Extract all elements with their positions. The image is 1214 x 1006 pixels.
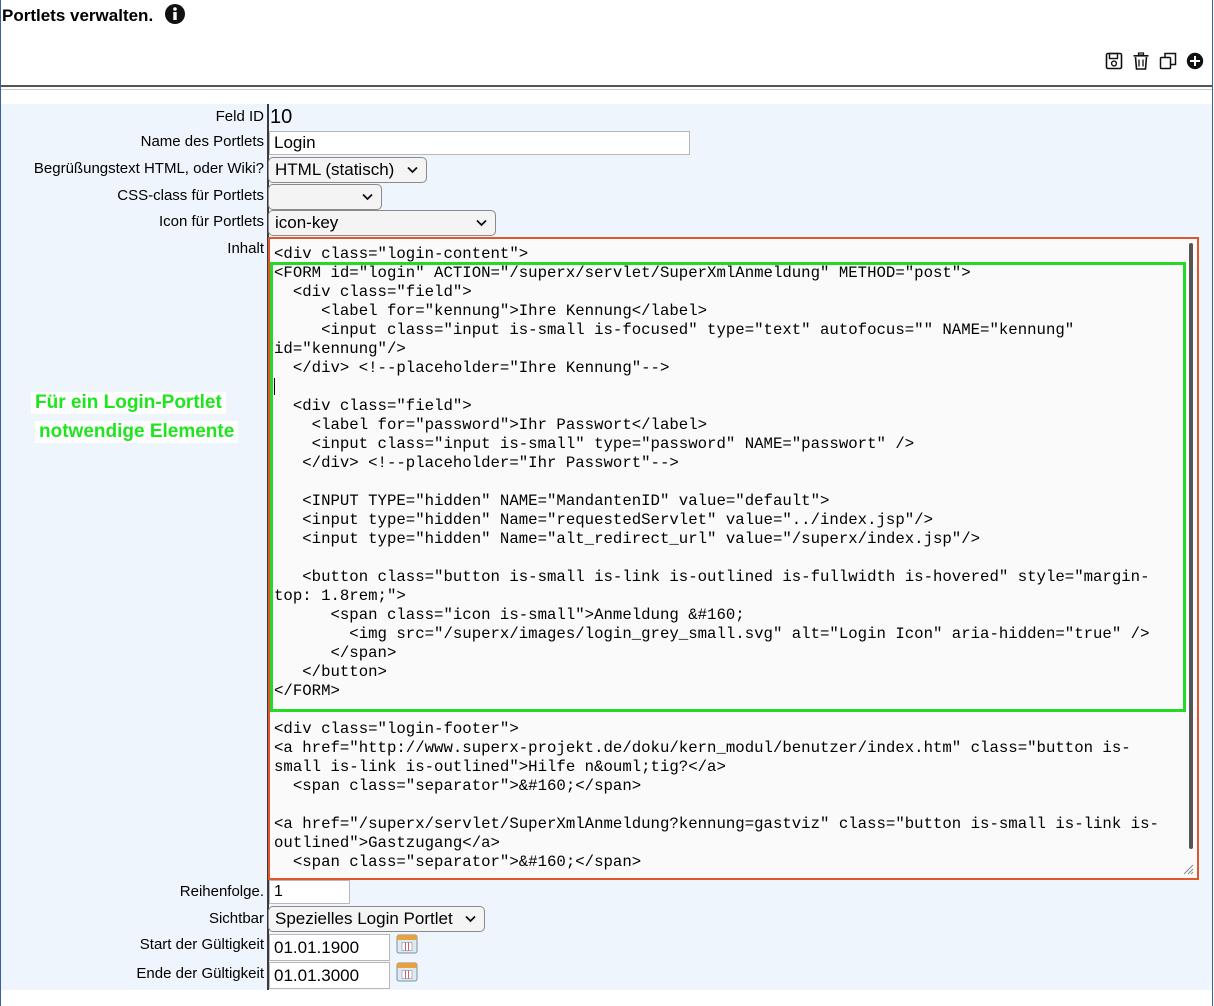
- page-title: Portlets verwalten.: [2, 6, 154, 25]
- visibility-label: Sichtbar: [208, 910, 264, 927]
- code-line: </div> <!--placeholder="Ihre Kennung"-->: [274, 359, 670, 377]
- code-line: <span class="separator">&#160;</span>: [274, 853, 642, 871]
- code-line: </span>: [274, 644, 397, 662]
- code-line: outlined">Gastzugang</a>: [274, 834, 500, 852]
- code-line: </div> <!--placeholder="Ihr Passwort"-->: [274, 454, 679, 472]
- code-line: <input type="hidden" Name="requestedServ…: [274, 511, 933, 529]
- code-line: </button>: [274, 663, 387, 681]
- code-line: <span class="icon is-small">Anmeldung &#…: [274, 606, 745, 624]
- trash-icon[interactable]: [1132, 52, 1150, 70]
- toolbar: [1105, 52, 1204, 70]
- portlet-name-label: Name des Portlets: [140, 133, 264, 150]
- calendar-icon[interactable]: [396, 962, 418, 982]
- valid-from-input[interactable]: 01.01.1900: [269, 934, 390, 961]
- code-line: [274, 473, 1181, 492]
- code-line: [274, 796, 1181, 815]
- code-line: <a href="http://www.superx-projekt.de/do…: [274, 739, 1131, 757]
- code-line: <span class="separator">&#160;</span>: [274, 777, 642, 795]
- scrollbar[interactable]: [1189, 243, 1193, 849]
- order-label: Reihenfolge.: [179, 883, 264, 900]
- chevron-down-icon: [362, 193, 373, 201]
- code-line: <div class="field">: [274, 283, 472, 301]
- code-line: <button class="button is-small is-link i…: [274, 568, 1150, 586]
- code-line: <input type="hidden" Name="alt_redirect_…: [274, 530, 981, 548]
- plus-circle-icon[interactable]: [1186, 52, 1204, 70]
- code-line: <img src="/superx/images/login_grey_smal…: [274, 625, 1150, 643]
- annotation-line-2: notwendige Elemente: [35, 421, 239, 443]
- content-label: Inhalt: [227, 240, 264, 257]
- feld-id-label: Feld ID: [215, 108, 264, 125]
- css-class-select[interactable]: [268, 184, 382, 210]
- info-icon[interactable]: [164, 3, 186, 25]
- code-line: <a href="/superx/servlet/SuperXmlAnmeldu…: [274, 815, 1159, 833]
- chevron-down-icon: [465, 915, 476, 923]
- valid-to-input[interactable]: 01.01.3000: [269, 962, 390, 989]
- save-icon[interactable]: [1105, 52, 1123, 70]
- code-line: small is-link is-outlined">Hilfe n&ouml;…: [274, 758, 726, 776]
- annotation-line-1: Für ein Login-Portlet: [31, 392, 226, 414]
- portlet-name-input[interactable]: Login: [269, 131, 690, 155]
- chevron-down-icon: [407, 166, 418, 174]
- order-input[interactable]: 1: [269, 880, 350, 904]
- code-line: [274, 549, 1181, 568]
- divider: [1, 89, 1212, 90]
- code-line: <input class="input is-small is-focused"…: [274, 321, 1075, 339]
- code-line: <INPUT TYPE="hidden" NAME="MandantenID" …: [274, 492, 830, 510]
- visibility-select[interactable]: Spezielles Login Portlet: [268, 906, 485, 932]
- code-line: [274, 701, 1181, 720]
- code-line: <label for="kennung">Ihre Kennung</label…: [274, 302, 708, 320]
- code-line: top: 1.8rem;">: [274, 587, 406, 605]
- valid-from-label: Start der Gültigkeit: [139, 936, 264, 953]
- portlet-icon-value: icon-key: [275, 213, 339, 232]
- valid-to-label: Ende der Gültigkeit: [136, 965, 264, 982]
- copy-icon[interactable]: [1159, 52, 1177, 70]
- calendar-icon[interactable]: [396, 934, 418, 954]
- css-class-label: CSS-class für Portlets: [117, 187, 264, 204]
- chevron-down-icon: [476, 219, 487, 227]
- text-cursor: [274, 378, 275, 395]
- greeting-type-select[interactable]: HTML (statisch): [268, 157, 427, 183]
- portlet-icon-select[interactable]: icon-key: [268, 210, 496, 236]
- code-line: <div class="login-footer">: [274, 720, 519, 738]
- code-line: <div class="field">: [274, 397, 472, 415]
- feld-id-value: 10: [270, 106, 293, 128]
- code-line: <div class="login-content">: [274, 245, 529, 263]
- divider: [1, 85, 1212, 87]
- resize-handle-icon[interactable]: [1182, 863, 1194, 875]
- code-line: <input class="input is-small" type="pass…: [274, 435, 915, 453]
- code-line: id="kennung"/>: [274, 340, 406, 358]
- content-code: <div class="login-content"><FORM id="log…: [274, 245, 1181, 872]
- portlet-icon-label: Icon für Portlets: [158, 213, 264, 230]
- code-line: <label for="password">Ihr Passwort</labe…: [274, 416, 708, 434]
- greeting-type-value: HTML (statisch): [275, 160, 395, 179]
- greeting-type-label: Begrüßungstext HTML, oder Wiki?: [33, 160, 264, 177]
- code-line: </FORM>: [274, 682, 340, 700]
- code-line: <FORM id="login" ACTION="/superx/servlet…: [274, 264, 971, 282]
- content-textarea[interactable]: <div class="login-content"><FORM id="log…: [268, 237, 1199, 880]
- visibility-value: Spezielles Login Portlet: [275, 909, 453, 928]
- code-line: [274, 378, 1181, 397]
